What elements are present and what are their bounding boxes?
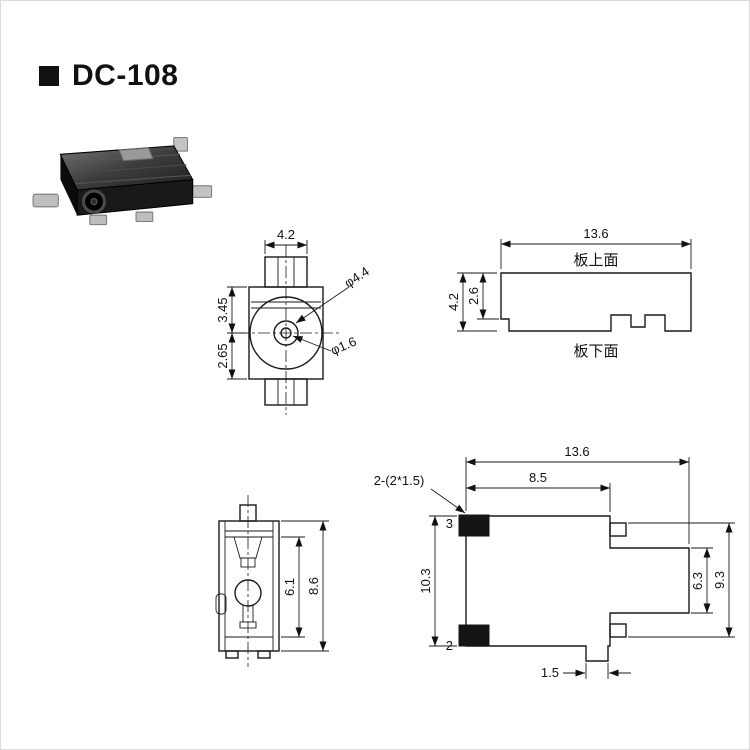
photo-pin-left (32, 193, 59, 208)
product-photo (32, 136, 213, 226)
photo-pin-top-right (173, 136, 188, 152)
photo-center-pin (90, 197, 98, 206)
board-bottom-label: 板下面 (573, 342, 618, 360)
side-foot (257, 650, 271, 659)
side-slot (215, 593, 227, 615)
pcb-footprint-view: 3 2 2-(2*1.5) 13.6 8.5 10.3 6.3 (374, 444, 735, 680)
photo-pin-bottom-1 (89, 214, 108, 226)
dim-tab-width: 1.5 (541, 665, 559, 680)
leader-line (295, 286, 350, 324)
dim-side-step: 2.6 (466, 287, 481, 305)
front-top-tab (264, 256, 308, 288)
pad-3-label: 3 (446, 516, 453, 531)
pin-side-view: 6.1 8.6 (215, 495, 329, 667)
front-barrel-circle (273, 320, 299, 346)
board-side-view: 13.6 板上面 板下面 4.2 2.6 (446, 226, 692, 360)
product-code: DC-108 (72, 59, 179, 92)
dim-front-width: 4.2 (277, 227, 295, 242)
dim-inner-height: 6.1 (282, 578, 297, 596)
side-foot (225, 650, 239, 659)
photo-shield-bracket (118, 147, 154, 162)
dim-outer-height: 8.6 (306, 577, 321, 595)
dim-body-height: 10.3 (418, 568, 433, 593)
side-profile-outline (500, 272, 692, 332)
pad-2-label: 2 (446, 638, 453, 653)
side-top-pin (239, 504, 257, 522)
front-view: 4.2 3.45 2.65 φ4.4 φ1.6 (215, 227, 372, 415)
side-funnel (233, 536, 263, 559)
leader-line (430, 488, 466, 514)
pcb-pad-2 (458, 624, 490, 647)
side-body-outline (218, 520, 280, 652)
callout-pads: 2-(2*1.5) (374, 473, 425, 488)
callout-outer-diameter: φ4.4 (341, 263, 371, 290)
dim-body-width: 8.5 (529, 470, 547, 485)
dim-side-height: 4.2 (446, 293, 461, 311)
dim-pin-span: 9.3 (712, 571, 727, 589)
photo-top-streak (75, 174, 191, 185)
page-title: DC-108 (39, 59, 178, 93)
dim-front-upper: 3.45 (215, 297, 230, 322)
pcb-pad-3 (458, 514, 490, 537)
front-pin-circle (280, 327, 292, 339)
dim-front-lower: 2.65 (215, 343, 230, 368)
front-bottom-tab (264, 378, 308, 406)
pcb-side-tab-bottom (609, 623, 627, 638)
pcb-outline (465, 515, 690, 662)
board-top-label: 板上面 (573, 251, 618, 269)
dim-board-width: 13.6 (583, 226, 608, 241)
dim-barrel-height: 6.3 (690, 572, 705, 590)
side-contact-circle (234, 579, 262, 607)
side-stem-foot (239, 621, 257, 629)
photo-top-streak (70, 164, 187, 174)
bullet-icon (39, 66, 59, 86)
pcb-side-tab-top (609, 522, 627, 537)
callout-inner-diameter: φ1.6 (328, 334, 358, 358)
photo-pin-bottom-2 (135, 211, 154, 223)
photo-body-left-face (60, 154, 78, 216)
leader-line (292, 335, 332, 352)
dim-total-width: 13.6 (564, 444, 589, 459)
side-funnel-neck (240, 557, 256, 568)
front-housing-circle (249, 296, 323, 370)
